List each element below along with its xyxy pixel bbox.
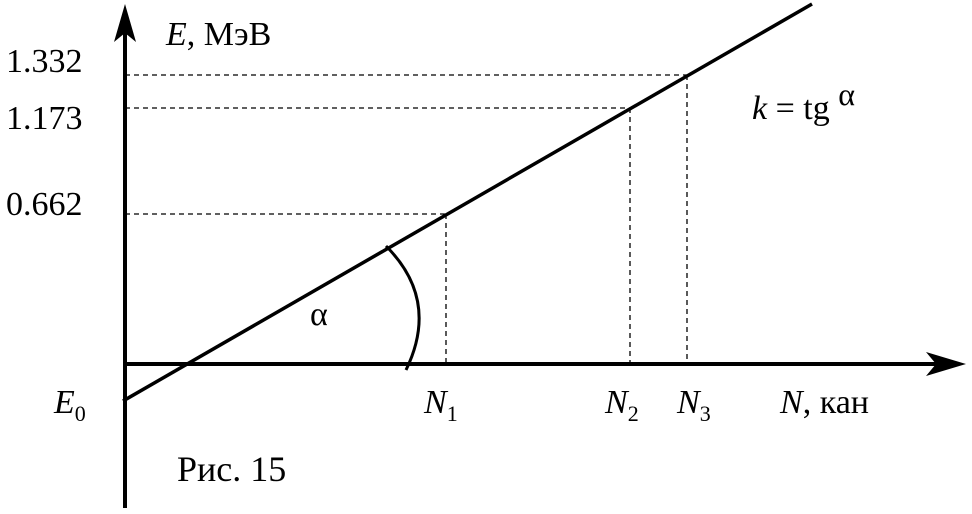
projection-lines	[125, 74, 688, 364]
y-axis-arrowhead	[114, 4, 136, 42]
x-axis-label: N, кан	[779, 384, 869, 421]
intercept-label: E0	[53, 384, 86, 426]
energy-label-1332: 1.332	[6, 43, 83, 80]
figure-caption: Рис. 15	[177, 449, 286, 489]
slope-formula: k = tg α	[752, 76, 855, 127]
angle-arc	[384, 244, 421, 371]
y-axis-label: E, МэВ	[165, 16, 271, 53]
energy-label-1173: 1.173	[6, 100, 83, 137]
energy-label-0662: 0.662	[6, 186, 83, 223]
channel-label-n2: N2	[604, 384, 639, 426]
channel-label-n3: N3	[676, 384, 711, 426]
calibration-line	[122, 2, 813, 403]
channel-label-n1: N1	[423, 384, 458, 426]
x-axis-arrowhead	[926, 352, 966, 376]
angle-label: α	[310, 296, 328, 333]
